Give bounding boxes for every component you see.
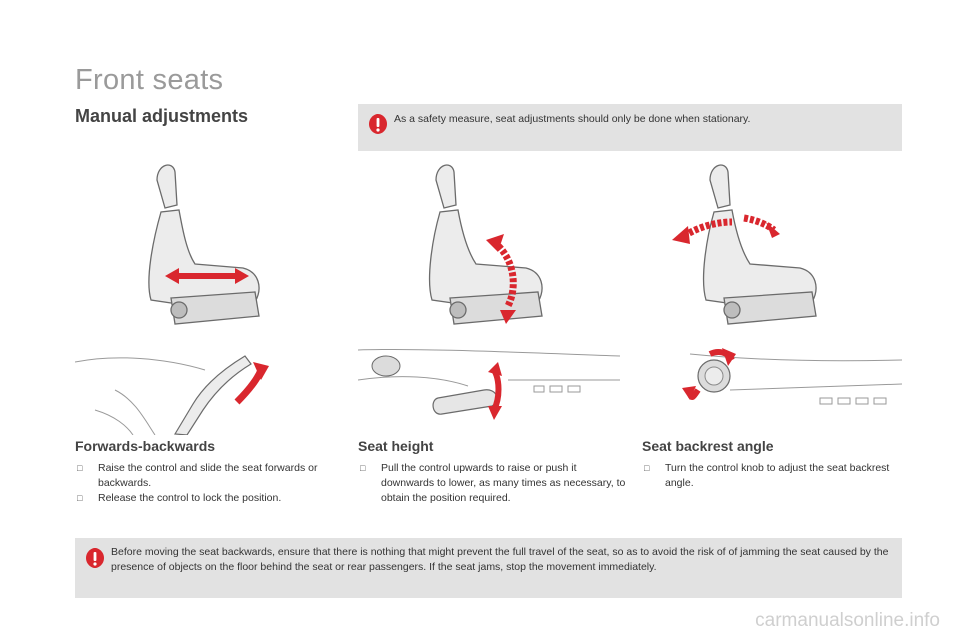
bullet-marker: □ — [644, 463, 650, 473]
list-item: □ Turn the control knob to adjust the sea… — [642, 461, 900, 491]
seat-height-instructions: □ Pull the control upwards to raise or pu… — [358, 461, 626, 506]
list-item: □ Release the control to lock the positio… — [75, 491, 335, 506]
seat-backrest-control-illustration — [682, 348, 902, 405]
bullet-marker: □ — [77, 463, 83, 473]
seat-backrest-illustration — [672, 164, 817, 325]
seat-forwards-backwards-illustration — [148, 164, 260, 325]
forwards-backwards-instructions: □ Raise the control and slide the seat fo… — [75, 461, 335, 506]
section-title: Manual adjustments — [75, 106, 249, 126]
watermark: carmanualsonline.info — [755, 610, 940, 631]
seat-backrest-heading: Seat backrest angle — [642, 438, 774, 454]
instruction-text: Pull the control upwards to raise or pus… — [381, 462, 626, 504]
safety-warning-box: As a safety measure, seat adjustments sh… — [358, 104, 902, 151]
bullet-marker: □ — [77, 493, 83, 503]
warning-icon — [86, 548, 104, 568]
forwards-backwards-control-illustration — [75, 355, 269, 435]
list-item: □ Pull the control upwards to raise or pu… — [358, 461, 626, 506]
warning-icon — [369, 114, 387, 134]
instruction-text: Raise the control and slide the seat for… — [98, 462, 318, 489]
instruction-text: Turn the control knob to adjust the seat… — [665, 462, 890, 489]
jamming-warning-box: Before moving the seat backwards, ensure… — [75, 538, 902, 598]
list-item: □ Raise the control and slide the seat fo… — [75, 461, 335, 491]
safety-warning-text: As a safety measure, seat adjustments sh… — [394, 113, 751, 125]
page-title: Front seats — [75, 64, 224, 96]
seat-height-illustration — [428, 164, 543, 325]
seat-height-control-illustration — [358, 348, 620, 420]
instruction-text: Release the control to lock the position… — [98, 492, 282, 504]
jamming-warning-text: Before moving the seat backwards, ensure… — [111, 546, 889, 573]
bullet-marker: □ — [360, 463, 366, 473]
seat-backrest-instructions: □ Turn the control knob to adjust the sea… — [642, 461, 900, 491]
forwards-backwards-heading: Forwards-backwards — [75, 438, 216, 454]
seat-height-heading: Seat height — [358, 438, 434, 454]
